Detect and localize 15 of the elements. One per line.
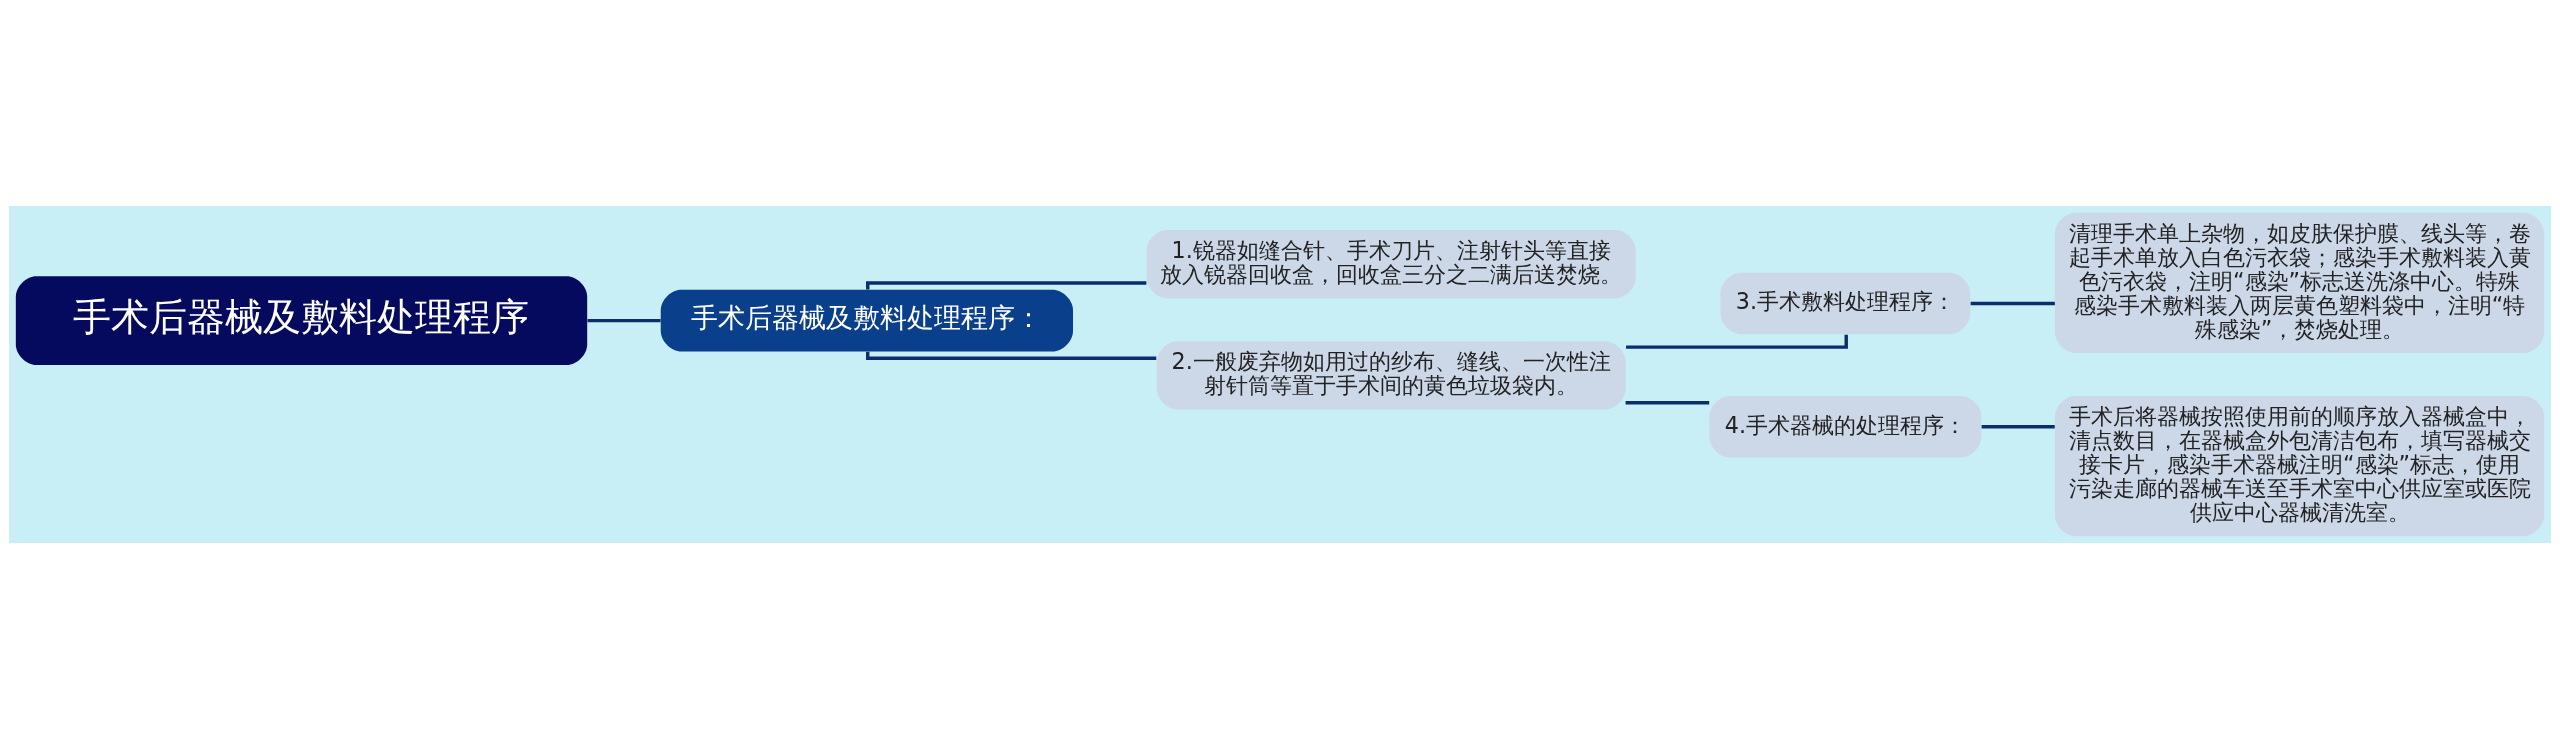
node-box: 手术后将器械按照使用前的顺序放入器械盒中，清点数目，在器械盒外包清洁包布，填写器械交接卡片，感染手术器械注明“感染”标志，使用污染走廊的器械车送至手术室中心供应室或医院供应中心器械清洗室。 bbox=[2054, 395, 2545, 536]
connector bbox=[1981, 424, 2055, 428]
connector bbox=[866, 351, 1157, 360]
node-box: 4.手术器械的处理程序： bbox=[1709, 395, 1982, 457]
connector bbox=[587, 318, 661, 322]
node-box: 2.一般废弃物如用过的纱布、缝线、一次性注射针筒等置于手术间的黄色垃圾袋内。 bbox=[1156, 340, 1626, 410]
node-box: 清理手术单上杂物，如皮肤保护膜、线头等，卷起手术单放入白色污衣袋；感染手术敷料装入黄色污衣袋，注明“感染”标志送洗涤中心。特殊感染手术敷料装入两层黄色塑料袋中，注明“特殊感染”，焚烧处理。 bbox=[2054, 212, 2545, 353]
connector bbox=[1626, 334, 1848, 349]
node-box: 手术后器械及敷料处理程序： bbox=[660, 289, 1073, 351]
node-box: 3.手术敷料处理程序： bbox=[1720, 272, 1971, 334]
connector bbox=[866, 280, 1147, 290]
connector bbox=[1970, 301, 2055, 305]
node-box: 手术后器械及敷料处理程序 bbox=[15, 275, 588, 365]
connector bbox=[1625, 400, 1710, 404]
node-box: 1.锐器如缝合针、手术刀片、注射针头等直接放入锐器回收盒，回收盒三分之二满后送焚烧。 bbox=[1146, 229, 1636, 298]
